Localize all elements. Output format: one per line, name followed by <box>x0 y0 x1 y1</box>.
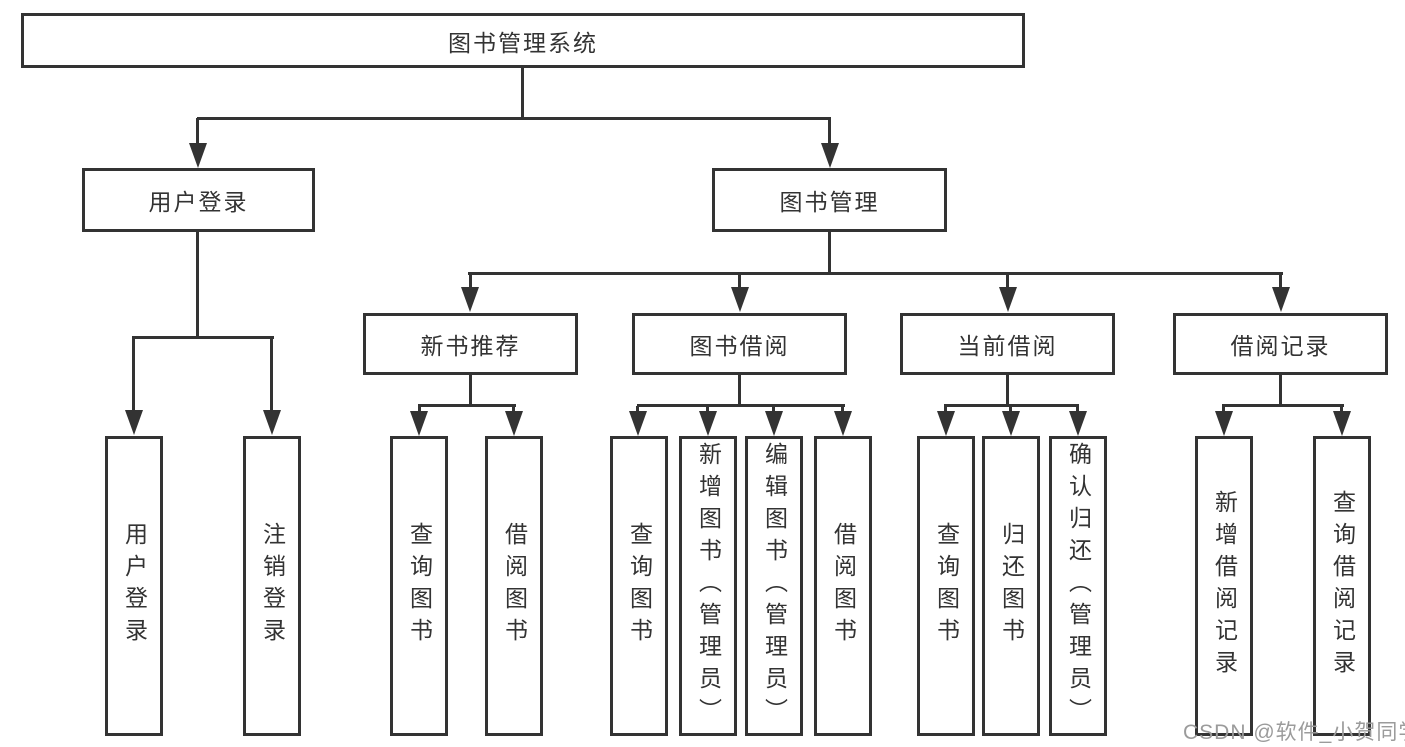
arrowhead-down-icon <box>263 410 281 435</box>
connector-line <box>1009 406 1012 414</box>
node-user-login: 用户登录 <box>82 168 315 232</box>
connector-line <box>1006 375 1009 406</box>
connector-line <box>132 336 274 339</box>
node-new-book-recommend-label: 新书推荐 <box>420 333 521 359</box>
connector-line <box>841 406 844 414</box>
leaf-logout-label: 注销登录 <box>259 522 286 650</box>
connector-line <box>1340 406 1343 414</box>
leaf-borrow-query-label: 查询图书 <box>626 522 653 650</box>
leaf-user-login-label: 用户登录 <box>121 522 148 650</box>
connector-line <box>132 338 135 413</box>
leaf-current-confirm-return-admin: 确认归还（管理员） <box>1049 436 1107 736</box>
leaf-new-books-query-label: 查询图书 <box>406 522 433 650</box>
node-book-management: 图书管理 <box>712 168 947 232</box>
connector-line <box>828 118 831 148</box>
leaf-borrow-add-admin-label: 新增图书（管理员） <box>695 442 722 730</box>
connector-line <box>468 272 1283 275</box>
connector-line <box>637 404 845 407</box>
node-user-login-label: 用户登录 <box>148 189 249 215</box>
node-book-borrow: 图书借阅 <box>632 313 847 375</box>
leaf-records-add-label: 新增借阅记录 <box>1211 490 1238 682</box>
connector-line <box>944 406 947 414</box>
leaf-user-login: 用户登录 <box>105 436 163 736</box>
arrowhead-down-icon <box>1069 411 1087 436</box>
connector-line <box>944 404 1079 407</box>
connector-line <box>1222 406 1225 414</box>
leaf-borrow-borrow-label: 借阅图书 <box>830 522 857 650</box>
connector-line <box>1222 404 1344 407</box>
connector-line <box>828 232 831 274</box>
arrowhead-down-icon <box>1002 411 1020 436</box>
arrowhead-down-icon <box>1333 411 1351 436</box>
connector-line <box>196 118 199 148</box>
node-root-label: 图书管理系统 <box>448 29 598 56</box>
arrowhead-down-icon <box>765 411 783 436</box>
arrowhead-down-icon <box>461 287 479 312</box>
leaf-new-books-borrow: 借阅图书 <box>485 436 543 736</box>
connector-line <box>469 375 472 406</box>
connector-line <box>512 406 515 414</box>
leaf-borrow-borrow: 借阅图书 <box>814 436 872 736</box>
leaf-records-add: 新增借阅记录 <box>1195 436 1253 736</box>
arrowhead-down-icon <box>731 287 749 312</box>
leaf-current-query-label: 查询图书 <box>933 522 960 650</box>
arrowhead-down-icon <box>410 411 428 436</box>
arrowhead-down-icon <box>125 410 143 435</box>
leaf-records-query: 查询借阅记录 <box>1313 436 1371 736</box>
leaf-logout: 注销登录 <box>243 436 301 736</box>
connector-line <box>418 406 421 414</box>
leaf-new-books-borrow-label: 借阅图书 <box>501 522 528 650</box>
connector-line <box>469 274 472 290</box>
node-root-library-management-system: 图书管理系统 <box>21 13 1025 68</box>
leaf-current-return: 归还图书 <box>982 436 1040 736</box>
connector-line <box>1076 406 1079 414</box>
connector-line <box>738 375 741 406</box>
connector-line <box>196 232 199 338</box>
arrowhead-down-icon <box>834 411 852 436</box>
node-book-management-label: 图书管理 <box>779 189 880 215</box>
connector-line <box>1279 375 1282 406</box>
connector-line <box>521 68 524 118</box>
connector-line <box>738 274 741 290</box>
arrowhead-down-icon <box>1215 411 1233 436</box>
connector-line <box>1279 274 1282 290</box>
arrowhead-down-icon <box>821 143 839 168</box>
arrowhead-down-icon <box>189 143 207 168</box>
arrowhead-down-icon <box>1272 287 1290 312</box>
leaf-borrow-edit-admin: 编辑图书（管理员） <box>745 436 803 736</box>
arrowhead-down-icon <box>699 411 717 436</box>
node-current-borrow-label: 当前借阅 <box>957 333 1058 359</box>
arrowhead-down-icon <box>505 411 523 436</box>
arrowhead-down-icon <box>937 411 955 436</box>
leaf-borrow-query: 查询图书 <box>610 436 668 736</box>
connector-line <box>270 338 273 413</box>
leaf-borrow-add-admin: 新增图书（管理员） <box>679 436 737 736</box>
node-new-book-recommend: 新书推荐 <box>363 313 578 375</box>
connector-line <box>1006 274 1009 290</box>
connector-line <box>772 406 775 414</box>
leaf-current-confirm-return-admin-label: 确认归还（管理员） <box>1065 442 1092 730</box>
leaf-borrow-edit-admin-label: 编辑图书（管理员） <box>761 442 788 730</box>
leaf-new-books-query: 查询图书 <box>390 436 448 736</box>
connector-line <box>636 406 639 414</box>
node-book-borrow-label: 图书借阅 <box>689 333 790 359</box>
csdn-watermark: CSDN @软件_小贺同学 <box>1183 721 1405 744</box>
node-current-borrow: 当前借阅 <box>900 313 1115 375</box>
connector-line <box>418 404 516 407</box>
leaf-current-query: 查询图书 <box>917 436 975 736</box>
arrowhead-down-icon <box>999 287 1017 312</box>
node-borrow-records-label: 借阅记录 <box>1230 333 1331 359</box>
leaf-records-query-label: 查询借阅记录 <box>1329 490 1356 682</box>
connector-line <box>706 406 709 414</box>
node-borrow-records: 借阅记录 <box>1173 313 1388 375</box>
leaf-current-return-label: 归还图书 <box>998 522 1025 650</box>
connector-line <box>197 117 831 120</box>
arrowhead-down-icon <box>629 411 647 436</box>
